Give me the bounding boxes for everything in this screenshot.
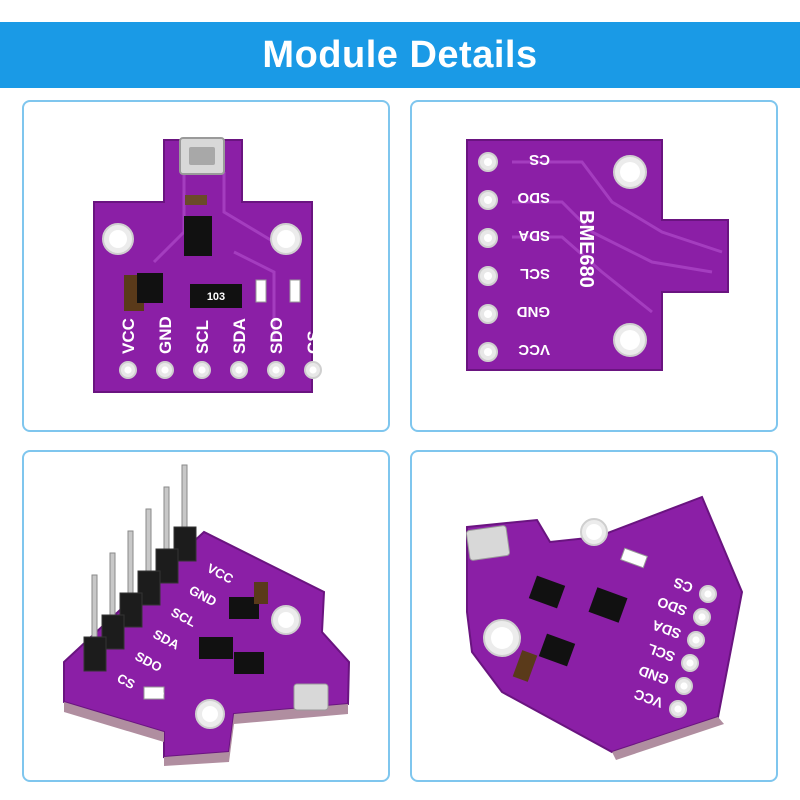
regulator-chip	[528, 575, 566, 609]
pin-label-cs: CS	[671, 575, 695, 597]
pin-label-gnd: GND	[156, 316, 175, 354]
pin-label-sda: SDA	[518, 227, 550, 244]
led-marking: LED	[150, 691, 164, 698]
pin-label-cs: CS	[529, 151, 550, 168]
regulator-chip	[184, 216, 212, 256]
transistor	[137, 273, 163, 303]
pin-header	[83, 464, 197, 672]
pin-label-sdo: SDO	[517, 189, 550, 206]
header-pin	[181, 464, 188, 536]
pin-label-scl: SCL	[193, 320, 212, 354]
resistor-network	[190, 284, 242, 308]
transistor	[229, 597, 259, 619]
chip-label: BME680	[575, 210, 597, 288]
header-block	[101, 614, 125, 650]
pin-label-scl: SCL	[520, 265, 550, 282]
pin-label-vcc: VCC	[518, 341, 550, 358]
resistor-network	[199, 637, 233, 659]
regulator-chip	[234, 652, 264, 674]
pin-label-gnd: GND	[517, 303, 551, 320]
led	[255, 279, 267, 303]
header-pin	[127, 530, 134, 602]
front-view-illustration: 103 VCC GND SCL SDA SDO CS	[93, 137, 323, 393]
header-block	[155, 548, 179, 584]
pin-label-vcc: VCC	[119, 318, 138, 354]
capacitor	[512, 650, 538, 682]
header-pin	[91, 574, 98, 646]
transistor	[538, 633, 576, 667]
panel-back-view: BME680 CS SDO SDA SCL GND VCC	[410, 100, 778, 432]
header-block	[137, 570, 161, 606]
header-pin	[109, 552, 116, 624]
capacitor	[185, 195, 207, 205]
resistor-network	[588, 587, 628, 623]
resistor-code: 103	[207, 291, 225, 303]
panel-front-view: 103 VCC GND SCL SDA SDO CS	[22, 100, 390, 432]
pin-label-sda: SDA	[230, 318, 249, 354]
led	[289, 279, 301, 303]
pin-label-cs: CS	[304, 330, 323, 354]
back-view-illustration: BME680 CS SDO SDA SCL GND VCC	[466, 139, 729, 371]
pin-label-sdo: SDO	[267, 317, 286, 354]
bme680-sensor	[293, 683, 329, 711]
header-block	[83, 636, 107, 672]
led	[620, 547, 648, 569]
header-pin	[145, 508, 152, 580]
capacitor	[254, 582, 268, 604]
header-block	[173, 526, 197, 562]
title-banner: Module Details	[0, 22, 800, 88]
header-pin	[163, 486, 170, 558]
led	[143, 686, 165, 700]
banner-title: Module Details	[262, 33, 538, 76]
header-block	[119, 592, 143, 628]
bme680-sensor	[465, 525, 511, 561]
